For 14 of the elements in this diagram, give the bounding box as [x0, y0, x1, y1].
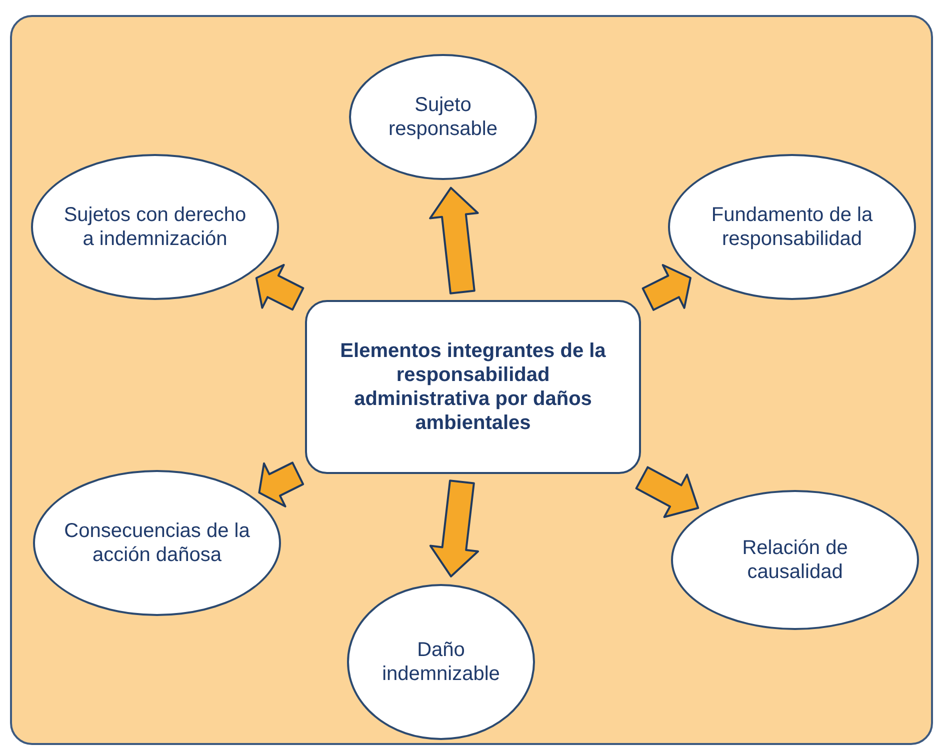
topic-box	[305, 300, 641, 474]
block-arrow	[642, 264, 692, 311]
node-text: Elementos integrantes de la responsabilidad administrativa por daños ambientales	[339, 339, 607, 435]
node-text: Fundamento de la responsabilidad	[710, 203, 874, 251]
node-text: Daño indemnizable	[381, 638, 501, 686]
node-text: Sujetos con derecho a indemnización	[62, 203, 248, 251]
block-arrow	[255, 264, 304, 311]
node-text: Consecuencias de la acción dañosa	[63, 519, 251, 567]
node-text: Sujeto responsable	[388, 93, 498, 141]
block-arrow	[635, 466, 700, 518]
block-arrow	[258, 462, 304, 508]
block-arrow	[429, 480, 479, 578]
block-arrow	[429, 186, 479, 294]
node-text: Relación de causalidad	[741, 536, 849, 584]
